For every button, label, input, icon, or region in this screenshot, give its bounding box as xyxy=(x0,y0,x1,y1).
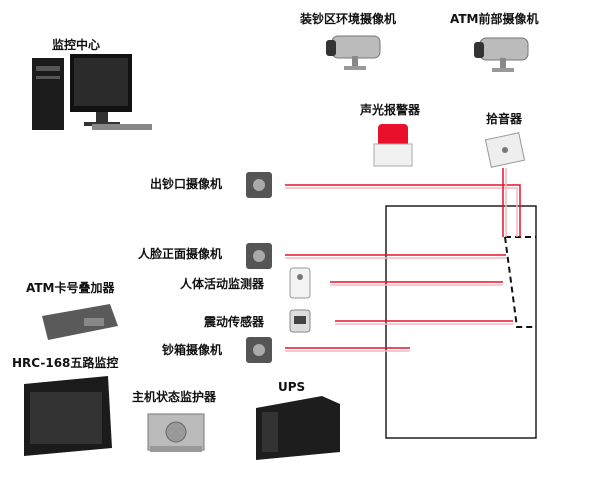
label-pickup: 拾音器 xyxy=(486,112,523,126)
label-cashbox-camera: 钞箱摄像机 xyxy=(162,343,223,357)
monitor-center-icon xyxy=(32,54,152,130)
cash-outlet-camera-icon xyxy=(246,172,272,198)
atm-controller-box xyxy=(504,236,536,328)
label-cash-outlet-camera: 出钞口摄像机 xyxy=(150,177,223,191)
label-ups: UPS xyxy=(278,380,306,394)
atm-front-camera-icon xyxy=(474,37,529,72)
alarm-icon xyxy=(373,124,413,167)
cashbox-camera-icon xyxy=(246,337,272,363)
label-cash-area-camera: 装钞区环境摄像机 xyxy=(300,12,397,26)
vibration-sensor-icon xyxy=(289,309,311,333)
atm-enclosure xyxy=(385,205,537,439)
hrc168-icon xyxy=(24,376,112,456)
label-alarm: 声光报警器 xyxy=(360,103,421,117)
body-detector-icon xyxy=(289,267,311,299)
label-hrc168: HRC-168五路监控 xyxy=(12,356,119,370)
label-face-camera: 人脸正面摄像机 xyxy=(138,247,223,261)
label-host-monitor: 主机状态监护器 xyxy=(132,390,217,404)
ups-icon xyxy=(256,396,340,460)
label-monitor-center: 监控中心 xyxy=(52,38,101,52)
host-monitor-icon xyxy=(147,413,205,452)
label-body-detector: 人体活动监测器 xyxy=(180,277,265,291)
pickup-icon xyxy=(484,132,526,168)
label-atm-front-camera: ATM前部摄像机 xyxy=(450,12,539,26)
cash-area-camera-icon xyxy=(326,35,381,70)
label-vibration-sensor: 震动传感器 xyxy=(204,315,265,329)
wires xyxy=(285,168,521,352)
card-overlay-icon xyxy=(42,304,118,340)
label-card-overlay: ATM卡号叠加器 xyxy=(26,281,115,295)
face-camera-icon xyxy=(246,243,272,269)
